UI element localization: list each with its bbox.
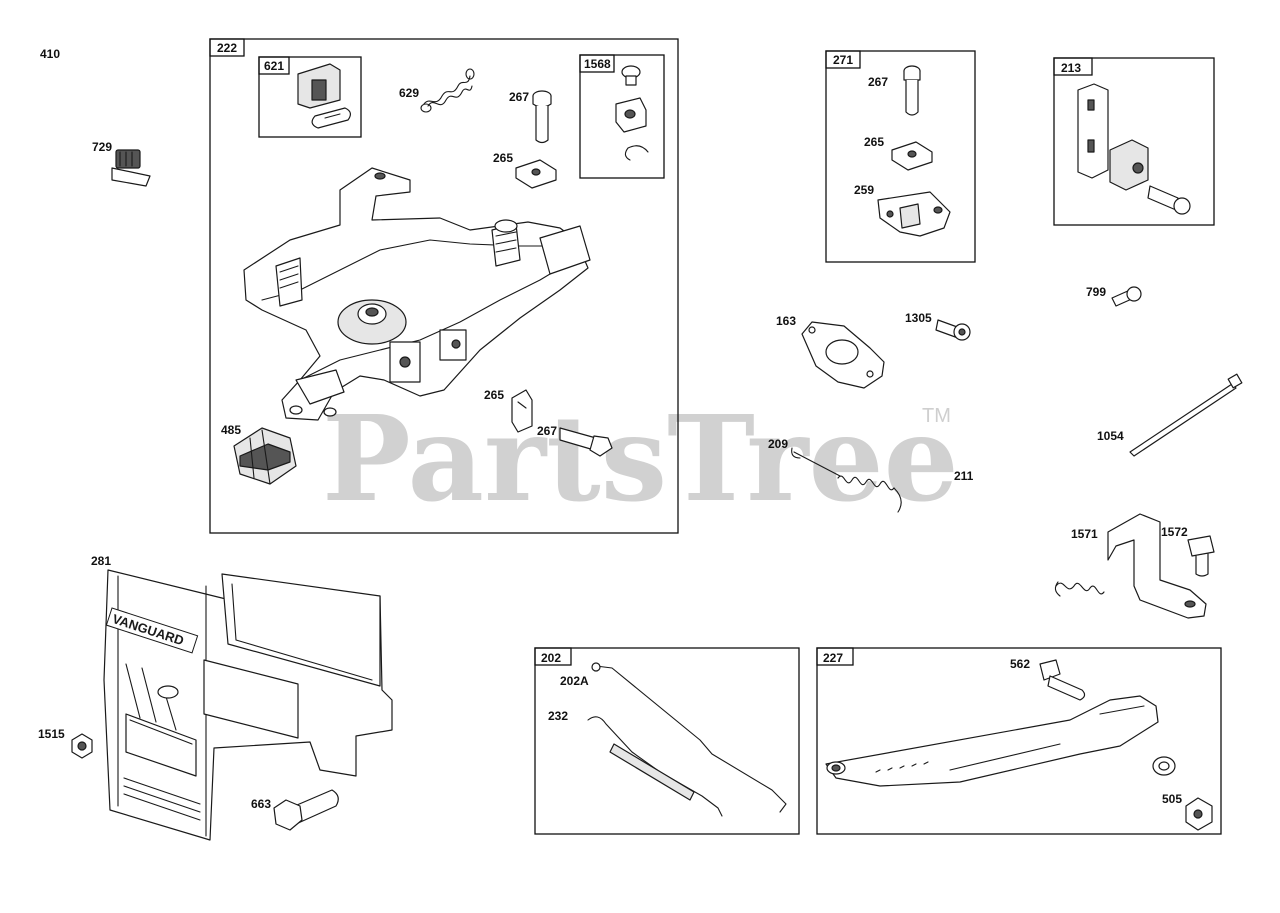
box-222[interactable]: 222 [209,38,679,534]
label-281: 281 [91,554,111,568]
part-209-spring[interactable] [791,447,902,513]
part-265-clip-top[interactable] [515,159,557,189]
label-1572: 1572 [1161,525,1188,539]
label-1305: 1305 [905,311,932,325]
box-label-271: 271 [833,53,853,67]
label-211: 211 [954,469,974,483]
part-267-pin-top[interactable] [532,90,552,144]
label-265-lower: 265 [484,388,504,402]
box-label-1568: 1568 [584,57,611,71]
label-629: 629 [399,86,419,100]
label-1054: 1054 [1097,429,1124,443]
part-1305-bolt[interactable] [935,319,971,341]
box-227[interactable]: 227 [816,647,1222,835]
part-729-clip[interactable] [111,149,151,187]
label-1571: 1571 [1071,527,1098,541]
box-label-621: 621 [264,59,284,73]
box-label-227: 227 [823,651,843,665]
box-213[interactable]: 213 [1053,57,1215,226]
label-410: 410 [40,47,60,61]
part-281-shroud[interactable]: VANGUARD [103,569,393,841]
label-163: 163 [776,314,796,328]
box-label-213: 213 [1061,61,1081,75]
watermark-trademark: TM [922,405,951,427]
label-663: 663 [251,797,271,811]
box-1568[interactable]: 1568 [579,54,665,179]
part-410-rod[interactable] [42,34,134,115]
label-202A: 202A [560,674,589,688]
label-265-top: 265 [493,151,513,165]
label-485: 485 [221,423,241,437]
box-202[interactable]: 202 [534,647,800,835]
label-562: 562 [1010,657,1030,671]
part-267-pin-lower[interactable] [559,427,613,457]
box-271[interactable]: 271 [825,50,976,263]
part-1572-bolt[interactable] [1187,535,1215,577]
label-209: 209 [768,437,788,451]
label-259: 259 [854,183,874,197]
label-265-box271: 265 [864,135,884,149]
part-799-bolt[interactable] [1111,286,1142,307]
label-799: 799 [1086,285,1106,299]
part-163-gasket[interactable] [801,321,885,389]
box-621[interactable]: 621 [258,56,362,138]
part-1515-nut[interactable] [71,733,93,759]
box-label-202: 202 [541,651,561,665]
label-505: 505 [1162,792,1182,806]
label-1515: 1515 [38,727,65,741]
label-729: 729 [92,140,112,154]
part-485-foam[interactable] [233,427,297,485]
part-governor-bracket[interactable] [243,167,591,421]
part-1571-bracket[interactable] [1054,513,1207,619]
watermark-text: PartsTree [322,389,959,528]
box-label-222: 222 [217,41,237,55]
label-267-lower: 267 [537,424,557,438]
label-267-box271: 267 [868,75,888,89]
part-663-bolt[interactable] [273,789,339,831]
part-1054-cable-tie[interactable] [1129,373,1243,457]
part-629-spring[interactable] [420,68,475,113]
label-232: 232 [548,709,568,723]
label-267-top: 267 [509,90,529,104]
part-265-clip-lower[interactable] [511,389,533,433]
